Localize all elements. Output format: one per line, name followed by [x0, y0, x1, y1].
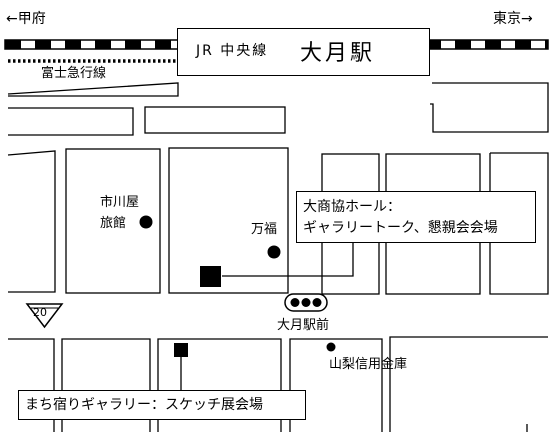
station-name: 大月駅	[300, 41, 376, 66]
gallery-square-marker	[174, 343, 188, 357]
ichikawaya-label-line1: 市川屋	[100, 195, 140, 210]
hall-label-line1: 大商協ホール：	[303, 199, 401, 215]
station-label-box: JR 中央線 大月駅	[177, 28, 430, 76]
bus-stop-label: 大月駅前	[277, 318, 330, 333]
station-line-name: JR 中央線	[196, 43, 269, 59]
manpuku-marker	[267, 245, 281, 259]
city-blocks	[7, 82, 549, 432]
hall-label-box: 大商協ホール： ギャラリートーク、懇親会会場	[296, 191, 536, 243]
route-sign-icon	[25, 303, 64, 329]
hall-leader-line	[222, 241, 354, 277]
ichikawaya-label-line2: 旅館	[100, 216, 127, 231]
hall-label-line2: ギャラリートーク、懇親会会場	[303, 220, 498, 236]
shinkin-marker	[326, 342, 336, 352]
manpuku-label: 万福	[251, 222, 278, 237]
shinkin-label: 山梨信用金庫	[329, 357, 408, 372]
gallery-label: まち宿りギャラリー：スケッチ展会場	[25, 397, 263, 413]
fujikyu-line-label: 富士急行線	[41, 66, 107, 81]
hall-square-marker	[200, 266, 221, 287]
direction-right-label: 東京→	[493, 11, 533, 27]
gallery-label-box: まち宿りギャラリー：スケッチ展会場	[18, 390, 306, 420]
bus-stop-icon	[284, 293, 328, 312]
ichikawaya-marker	[139, 215, 153, 229]
route-number: 20	[33, 306, 47, 319]
direction-left-label: ←甲府	[6, 11, 46, 27]
